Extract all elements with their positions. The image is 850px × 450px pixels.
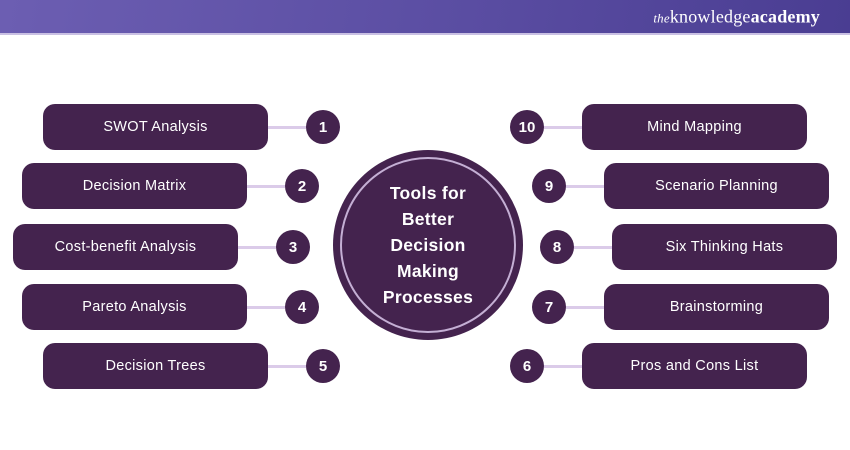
connector-line	[544, 364, 582, 368]
connector-line	[247, 305, 285, 309]
connector-line	[566, 305, 604, 309]
step-number-badge: 6	[510, 349, 544, 383]
tool-label: Pros and Cons List	[582, 343, 807, 389]
tool-item-pareto-analysis: Pareto Analysis 4	[22, 284, 319, 330]
connector-line	[566, 184, 604, 188]
tool-label: Mind Mapping	[582, 104, 807, 150]
tool-item-mind-mapping: 10 Mind Mapping	[510, 104, 807, 150]
tool-label: Decision Trees	[43, 343, 268, 389]
tool-item-brainstorming: 7 Brainstorming	[532, 284, 829, 330]
tool-label: Decision Matrix	[22, 163, 247, 209]
tool-item-swot-analysis: SWOT Analysis 1	[43, 104, 340, 150]
connector-line	[247, 184, 285, 188]
tool-label: Cost-benefit Analysis	[13, 224, 238, 270]
step-number-badge: 9	[532, 169, 566, 203]
tool-label: Scenario Planning	[604, 163, 829, 209]
step-number-badge: 8	[540, 230, 574, 264]
top-banner: theknowledgeacademy	[0, 0, 850, 35]
tool-label: SWOT Analysis	[43, 104, 268, 150]
tool-item-six-thinking-hats: 8 Six Thinking Hats	[540, 224, 837, 270]
connector-line	[268, 125, 306, 129]
tool-label: Pareto Analysis	[22, 284, 247, 330]
step-number-badge: 3	[276, 230, 310, 264]
tool-item-decision-matrix: Decision Matrix 2	[22, 163, 319, 209]
step-number-badge: 2	[285, 169, 319, 203]
connector-line	[544, 125, 582, 129]
brand-logo: theknowledgeacademy	[653, 6, 820, 27]
step-number-badge: 7	[532, 290, 566, 324]
tool-label: Brainstorming	[604, 284, 829, 330]
logo-academy: academy	[750, 6, 820, 26]
step-number-badge: 4	[285, 290, 319, 324]
tool-item-scenario-planning: 9 Scenario Planning	[532, 163, 829, 209]
tool-item-cost-benefit-analysis: Cost-benefit Analysis 3	[13, 224, 310, 270]
step-number-badge: 10	[510, 110, 544, 144]
step-number-badge: 1	[306, 110, 340, 144]
logo-knowledge: knowledge	[669, 6, 751, 26]
connector-line	[574, 245, 612, 249]
diagram-title: Tools for Better Decision Making Process…	[382, 183, 474, 307]
step-number-badge: 5	[306, 349, 340, 383]
logo-the: the	[653, 10, 670, 25]
tool-item-pros-and-cons-list: 6 Pros and Cons List	[510, 343, 807, 389]
center-circle: Tools for Better Decision Making Process…	[333, 150, 523, 340]
connector-line	[268, 364, 306, 368]
connector-line	[238, 245, 276, 249]
tool-item-decision-trees: Decision Trees 5	[43, 343, 340, 389]
tool-label: Six Thinking Hats	[612, 224, 837, 270]
